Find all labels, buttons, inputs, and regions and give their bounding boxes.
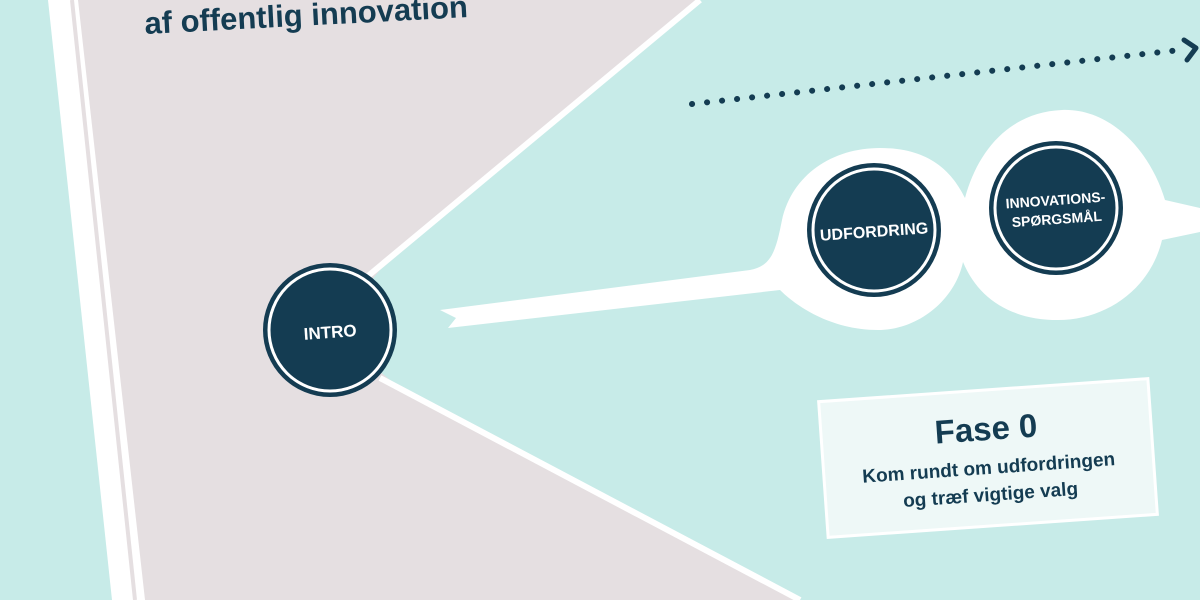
arrow-head-icon [1181,37,1199,63]
innovation-node-ring [993,145,1119,271]
innovation-question-node[interactable]: INNOVATIONS- SPØRGSMÅL [989,141,1123,275]
wedge-border-top [366,0,702,279]
phase-card-background [817,377,1159,539]
page-divider-line [70,0,137,600]
mauve-panel [78,0,800,600]
intro-node-ring [267,267,393,393]
udfordring-node[interactable]: UDFORDRING [807,163,941,297]
phase-card: Fase 0 Kom rundt om udfordringen og træf… [817,377,1159,539]
dotted-timeline [689,47,1183,107]
innovation-label-line2: SPØRGSMÅL [1011,208,1103,230]
intro-label: INTRO [303,321,357,344]
innovation-node-outer [989,141,1123,275]
intro-node-outer [263,263,397,397]
wedge-border-bottom [378,375,802,600]
udfordring-node-outer [807,163,941,297]
intro-node[interactable]: INTRO [263,263,397,397]
innovation-label-line1: INNOVATIONS- [1005,189,1106,212]
udfordring-node-ring [811,167,937,293]
phase-title: Fase 0 [933,407,1038,451]
